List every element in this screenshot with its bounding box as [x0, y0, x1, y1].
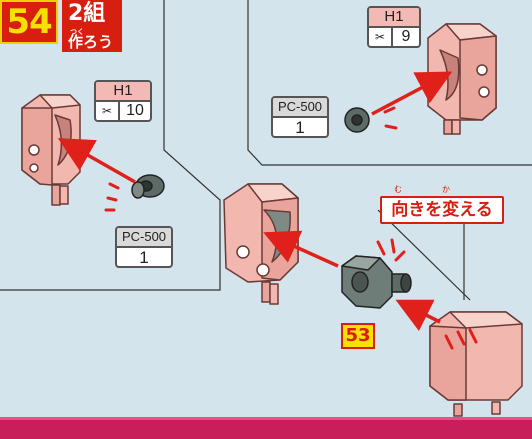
left-accent-marks	[104, 182, 120, 212]
top-right-arrow	[371, 71, 453, 116]
center-accent-marks	[376, 238, 406, 262]
bottom-arrow	[395, 299, 441, 332]
bottom-bar-stripe	[0, 417, 532, 420]
polycap-count: 1	[295, 118, 305, 137]
step-title-ruby: つく	[70, 28, 84, 36]
step-subtitle: 作ろう	[68, 33, 114, 51]
rotate-note-ruby-1: む	[394, 185, 402, 194]
rotate-note: む か 向きを変える	[380, 184, 504, 228]
part-number: 9	[401, 28, 411, 45]
polycap-count: 1	[139, 248, 149, 267]
panel-dividers	[0, 0, 532, 291]
polycap-card-left: PC-500 1	[115, 226, 173, 268]
top-right-accent-marks	[383, 106, 398, 130]
step-title-block: 2組 つく 作ろう	[62, 0, 122, 52]
center-polycap	[341, 255, 412, 309]
rotate-note-ruby-2: か	[442, 185, 450, 194]
runner-label: H1	[369, 8, 419, 28]
rotate-note-text: 向きを変える	[380, 196, 504, 224]
bottom-right-part	[429, 311, 523, 417]
sprue-cutter-icon: ✂	[369, 28, 393, 46]
top-right-polycap	[344, 107, 370, 133]
polycap-code: PC-500	[117, 228, 171, 248]
sprue-cutter-icon: ✂	[96, 102, 120, 120]
step-title: 2組	[68, 1, 106, 26]
reference-step-badge: 53	[341, 323, 375, 349]
center-arrow	[263, 230, 339, 268]
part-card-left: H1 ✂ 10	[94, 80, 152, 122]
left-polycap	[131, 174, 165, 199]
rotate-note-leaders	[377, 209, 471, 301]
step-number: 54	[0, 0, 58, 44]
left-part	[21, 94, 81, 206]
part-number: 10	[126, 102, 144, 119]
polycap-code: PC-500	[273, 98, 327, 118]
runner-label: H1	[96, 82, 150, 102]
polycap-card-top-right: PC-500 1	[271, 96, 329, 138]
left-arrow	[57, 138, 136, 184]
bottom-accent-marks	[444, 328, 478, 350]
part-card-top-right: H1 ✂ 9	[367, 6, 421, 48]
bottom-bar	[0, 417, 532, 439]
